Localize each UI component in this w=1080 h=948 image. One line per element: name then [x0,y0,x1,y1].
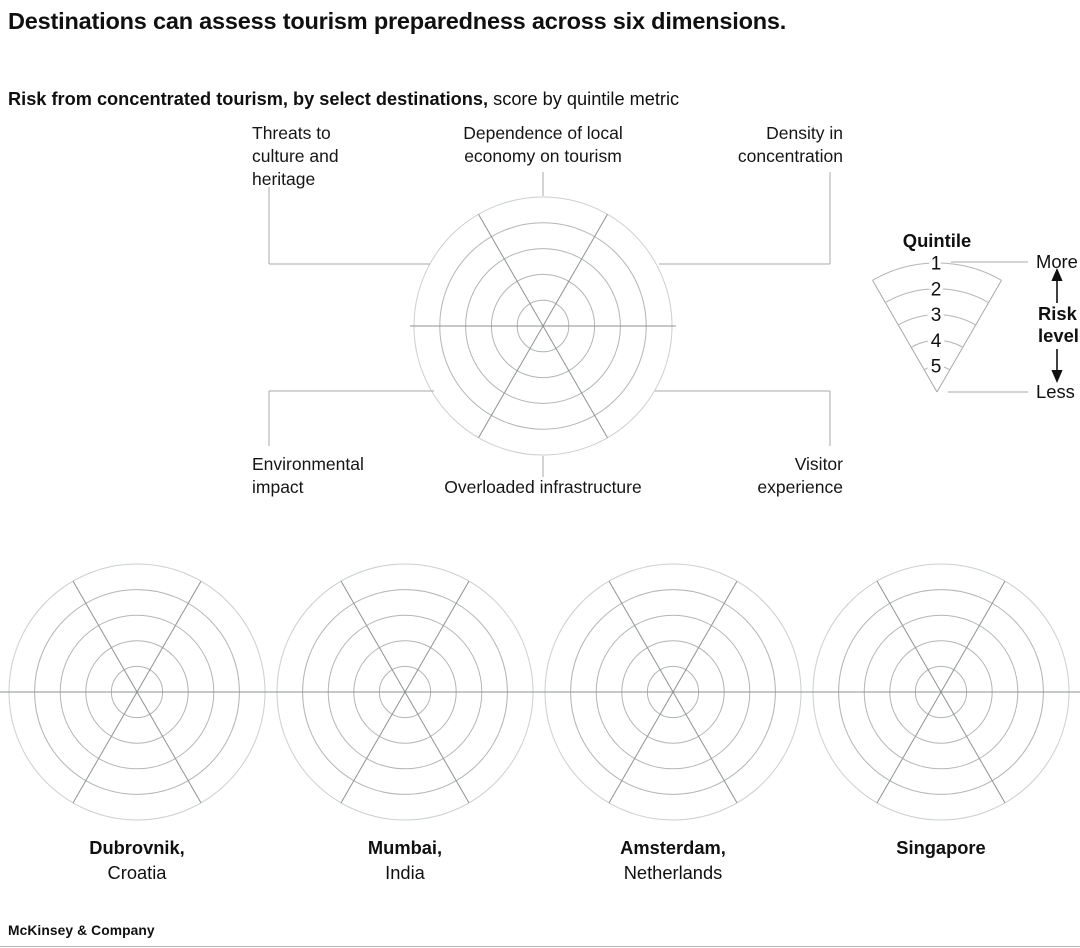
subtitle-bold-part: Risk from concentrated tourism, by selec… [8,89,489,110]
legend-more-label: More [1036,251,1078,272]
legend-less-label: Less [1036,381,1075,402]
destination-country: India [385,862,425,883]
mckinsey-wordmark: McKinsey & Company [8,923,155,938]
label-line: heritage [252,169,316,189]
legend-title: Quintile [902,230,972,251]
destination-country: Netherlands [623,862,723,883]
destination-caption-amsterdam: Amsterdam, Netherlands [563,835,783,885]
label-line: experience [757,477,843,497]
destination-name: Amsterdam, [620,837,726,858]
legend-risk-level-label: Risk level [1038,303,1079,347]
label-line: level [1038,325,1079,346]
destination-name: Mumbai, [367,837,443,858]
label-line: Visitor [794,454,843,474]
subtitle-regular-part: score by quintile metric [488,89,680,110]
dimension-label-overloaded-infrastructure: Overloaded infrastructure [444,476,641,499]
dimension-label-density-concentration: Density in concentration [738,122,843,168]
label-line: Threats to [252,123,331,143]
label-line: concentration [737,146,843,166]
dimension-label-dependence-local-economy: Dependence of local economy on tourism [463,122,623,168]
legend-quintile-number: 5 [931,357,942,378]
destination-caption-singapore: Singapore [831,835,1051,860]
dimension-label-visitor-experience: Visitor experience [757,453,843,499]
label-line: Dependence of local [463,123,623,143]
destination-country: Croatia [107,862,167,883]
label-line: economy on tourism [464,146,622,166]
legend-quintile-number: 4 [931,331,942,352]
chart-subtitle: Risk from concentrated tourism, by selec… [8,88,679,111]
label-line: impact [252,477,304,497]
label-line: Risk [1038,303,1077,324]
legend-quintile-number: 1 [931,254,942,275]
label-line: Overloaded infrastructure [444,477,642,497]
label-line: culture and [252,146,339,166]
legend-quintile-number: 2 [931,279,942,300]
destination-caption-dubrovnik: Dubrovnik, Croatia [27,835,247,885]
destination-caption-mumbai: Mumbai, India [295,835,515,885]
bottom-divider-line [0,946,1080,947]
destination-name: Dubrovnik, [89,837,185,858]
label-line: Density in [766,123,843,143]
dimension-label-environmental-impact: Environmental impact [252,453,364,499]
page-title: Destinations can assess tourism prepared… [8,8,787,34]
legend-quintile-number: 3 [931,305,942,326]
dimension-label-threats-culture-heritage: Threats to culture and heritage [252,122,339,191]
destination-name: Singapore [896,837,986,858]
label-line: Environmental [252,454,364,474]
